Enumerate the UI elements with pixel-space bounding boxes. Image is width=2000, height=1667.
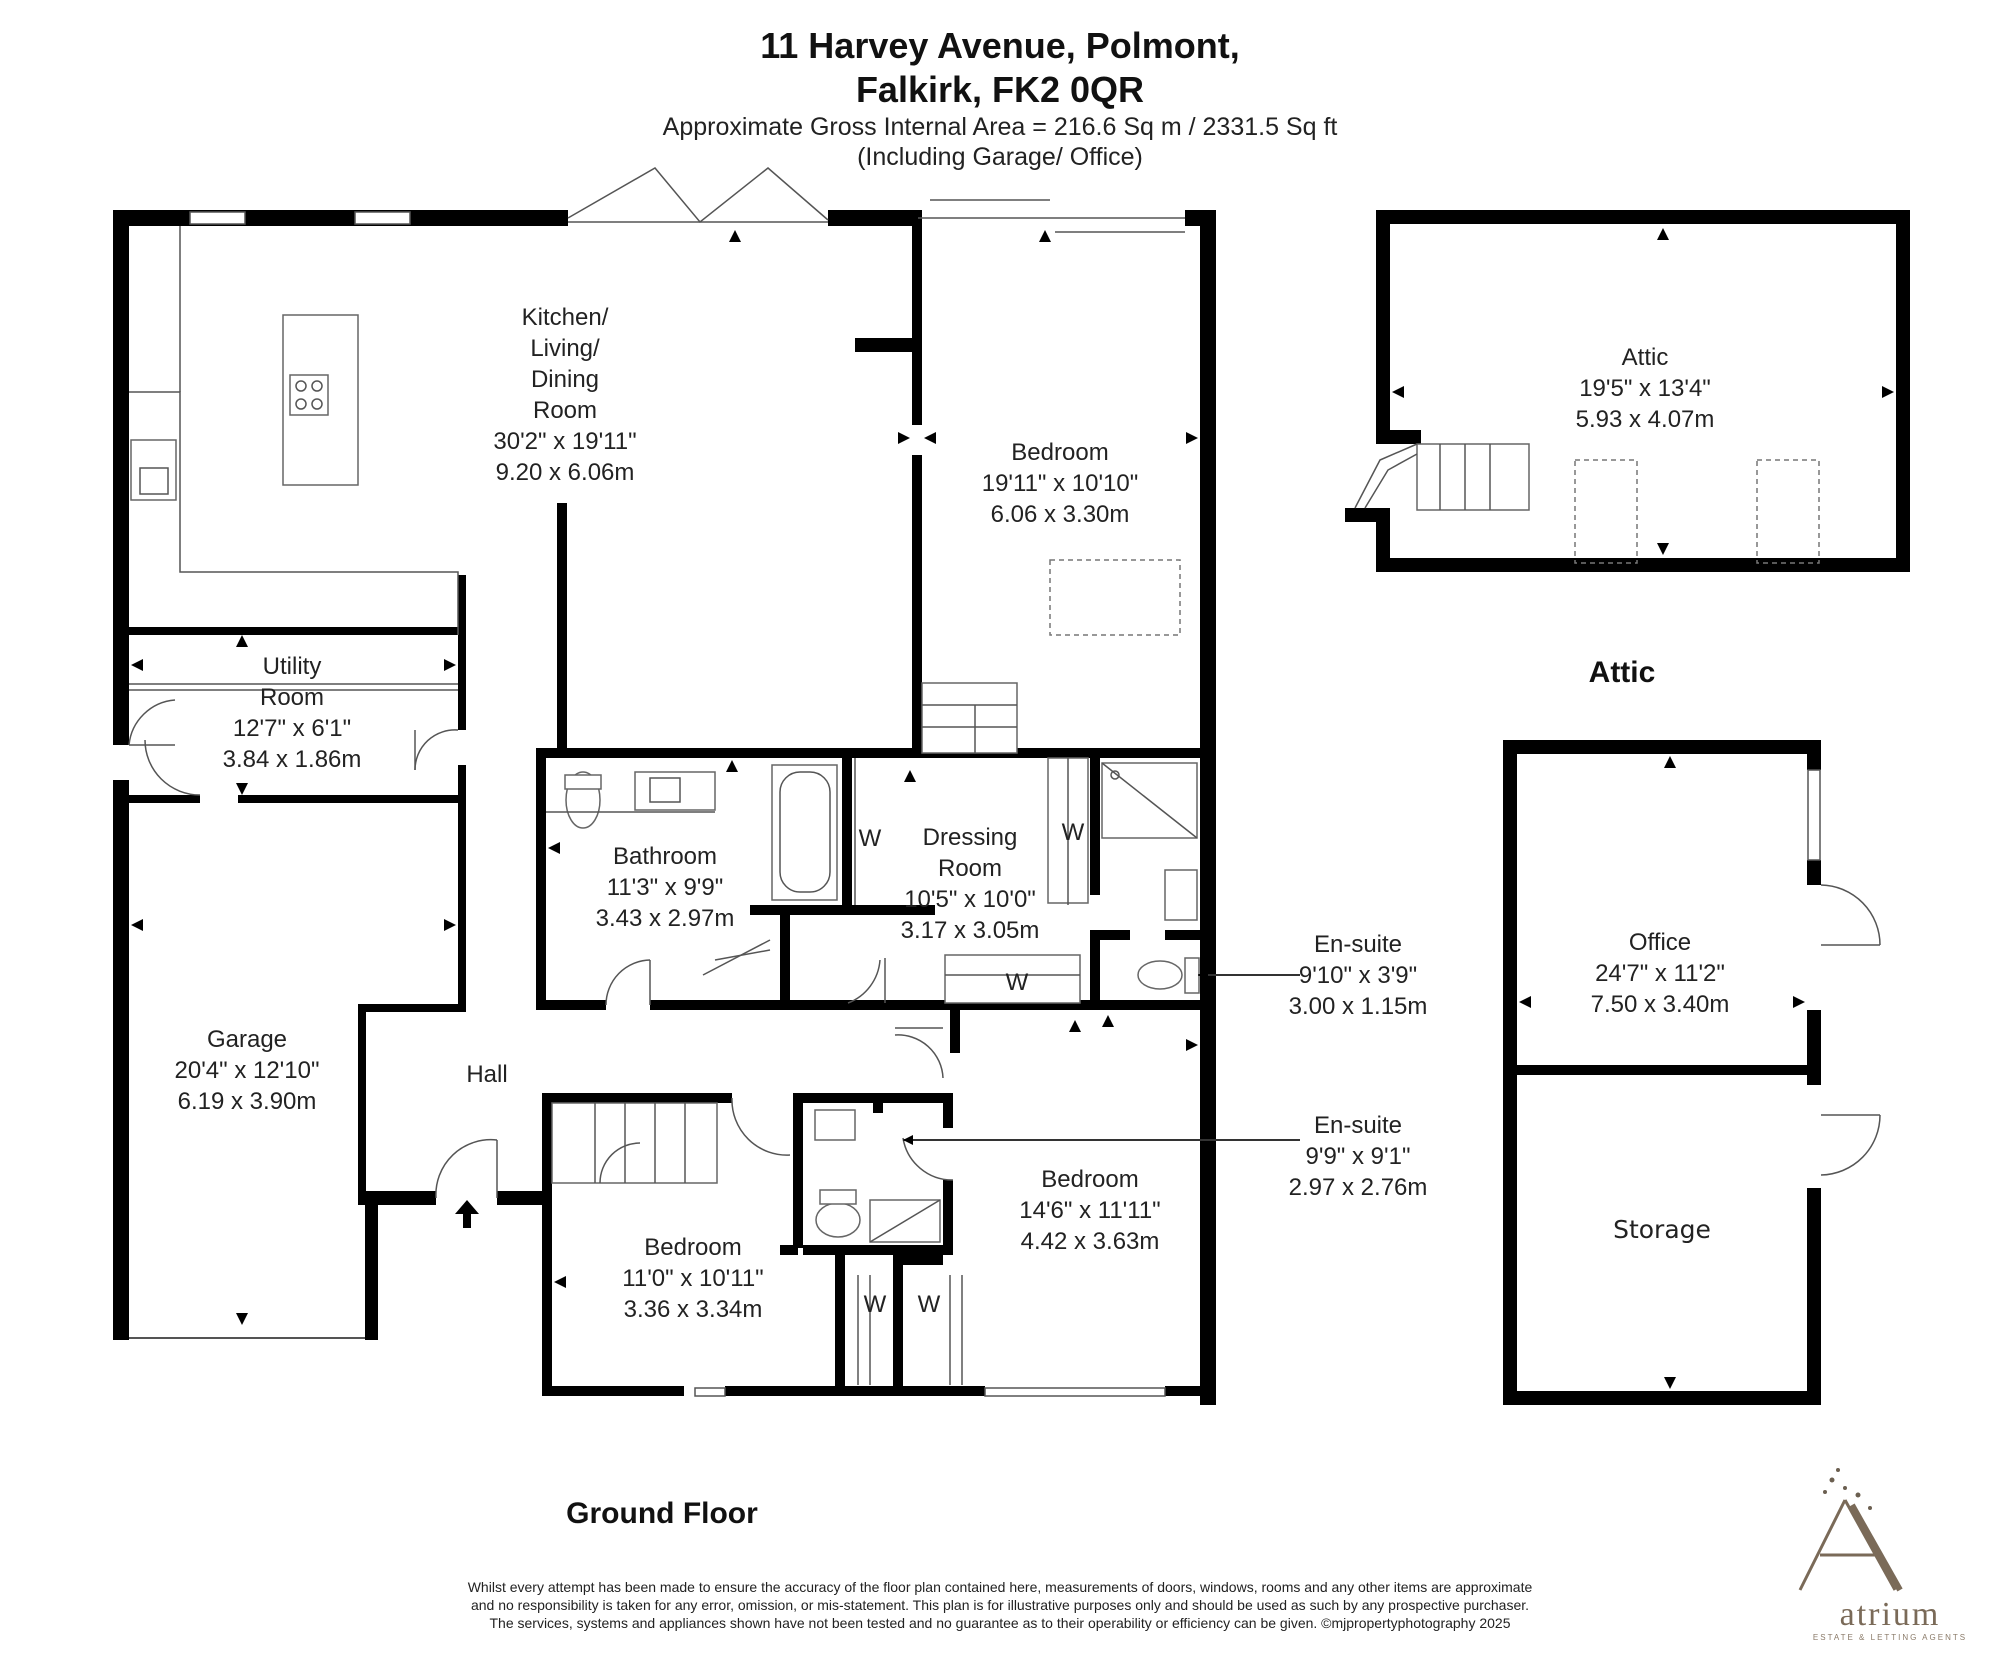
attic-floor-label: Attic [1589,656,1656,689]
bedroom-top-name: Bedroom [1011,439,1108,466]
office-imperial: 24'7" x 11'2" [1595,960,1725,987]
storage-name: Storage [1613,1215,1711,1244]
ground-floor-details [128,167,1300,1397]
office-name: Office [1629,929,1691,956]
bathroom-imperial: 11'3" x 9'9" [607,874,724,901]
bedroom-top-metric: 6.06 x 3.30m [991,501,1130,528]
atrium-logo: atrium ESTATE & LETTING AGENTS [1798,1468,1967,1642]
office-storage-walls [1503,740,1881,1405]
office-metric: 7.50 x 3.40m [1591,991,1730,1018]
bedroom-left-metric: 3.36 x 3.34m [624,1296,763,1323]
ensuite-1-metric: 3.00 x 1.15m [1289,993,1428,1020]
atrium-a-logo-icon [1798,1468,1903,1592]
ensuite-2-name: En-suite [1314,1112,1402,1139]
bathroom-name: Bathroom [613,843,717,870]
logo-tagline: ESTATE & LETTING AGENTS [1813,1633,1967,1642]
kitchen-name-2: Living/ [530,335,600,362]
area-note: (Including Garage/ Office) [857,143,1143,171]
kitchen-name-3: Dining [531,366,599,393]
bedroom-right-imperial: 14'6" x 11'11" [1019,1197,1160,1224]
ensuite-2-imperial: 9'9" x 9'1" [1306,1143,1411,1170]
utility-metric: 3.84 x 1.86m [223,746,362,773]
room-labels: Kitchen/ Living/ Dining Room 30'2" x 19'… [175,304,1730,1323]
disclaimer: Whilst every attempt has been made to en… [468,1579,1533,1631]
garage-metric: 6.19 x 3.90m [178,1088,317,1115]
gross-area: Approximate Gross Internal Area = 216.6 … [663,113,1338,141]
attic-room-name: Attic [1622,344,1669,371]
ensuite-2-metric: 2.97 x 2.76m [1289,1174,1428,1201]
kitchen-name-4: Room [533,397,597,424]
ground-floor-label: Ground Floor [566,1497,758,1530]
disclaimer-line-2: and no responsibility is taken for any e… [471,1597,1529,1613]
header: 11 Harvey Avenue, Polmont, Falkirk, FK2 … [663,25,1338,171]
bathroom-metric: 3.43 x 2.97m [596,905,735,932]
ground-floor-walls [113,210,1216,1405]
ensuite-1-name: En-suite [1314,931,1402,958]
dimension-arrows-icon [131,230,1198,1325]
utility-name-1: Utility [263,653,322,680]
kitchen-name-1: Kitchen/ [522,304,609,331]
bedroom-left-imperial: 11'0" x 10'11" [622,1265,763,1292]
wardrobe-label: W [859,825,882,852]
utility-imperial: 12'7" x 6'1" [233,715,351,742]
bedroom-right-metric: 4.42 x 3.63m [1021,1228,1160,1255]
garage-name: Garage [207,1026,287,1053]
garage-imperial: 20'4" x 12'10" [175,1057,320,1084]
bedroom-top-imperial: 19'11" x 10'10" [982,470,1139,497]
attic-walls [1345,210,1910,572]
wardrobe-label: W [918,1291,941,1318]
bedroom-left-name: Bedroom [644,1234,741,1261]
entrance-arrow-icon [455,1200,479,1228]
dressing-imperial: 10'5" x 10'0" [904,886,1036,913]
kitchen-imperial: 30'2" x 19'11" [493,428,636,455]
wardrobe-label: W [1006,969,1029,996]
bedroom-right-name: Bedroom [1041,1166,1138,1193]
ensuite-1-imperial: 9'10" x 3'9" [1299,962,1417,989]
hall-name: Hall [466,1061,507,1088]
attic-imperial: 19'5" x 13'4" [1579,375,1711,402]
address-line-2: Falkirk, FK2 0QR [856,69,1144,110]
disclaimer-line-1: Whilst every attempt has been made to en… [468,1579,1533,1595]
dressing-name-1: Dressing [923,824,1018,851]
disclaimer-line-3: The services, systems and appliances sho… [489,1615,1510,1631]
dressing-metric: 3.17 x 3.05m [901,917,1040,944]
wardrobe-label: W [1062,819,1085,846]
wardrobe-label: W [864,1291,887,1318]
utility-name-2: Room [260,684,324,711]
logo-name: atrium [1840,1596,1941,1633]
address-line-1: 11 Harvey Avenue, Polmont, [760,25,1240,66]
attic-metric: 5.93 x 4.07m [1576,406,1715,433]
dressing-name-2: Room [938,855,1002,882]
kitchen-metric: 9.20 x 6.06m [496,459,635,486]
